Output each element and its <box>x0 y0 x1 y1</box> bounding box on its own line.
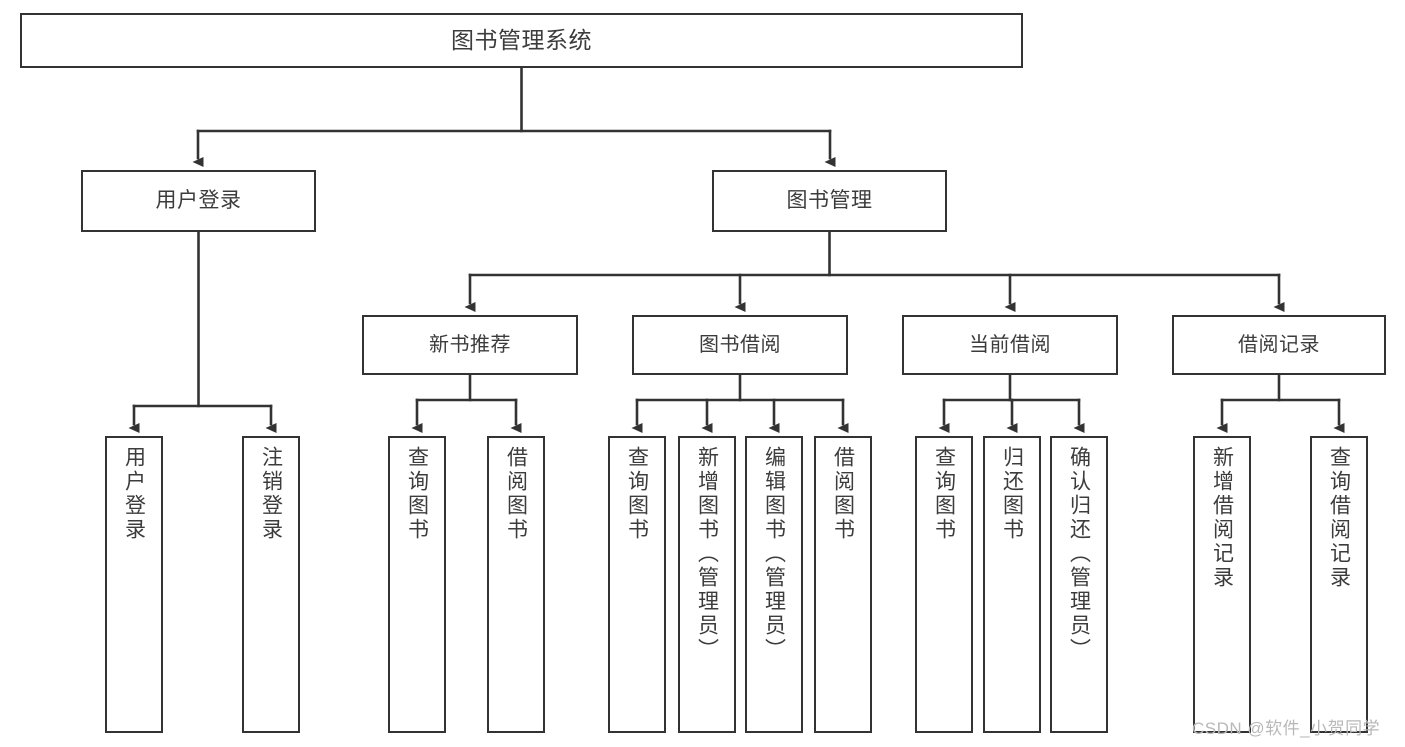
leaf-label: 查询图书 <box>625 446 649 542</box>
node-new-book-recommend-label: 新书推荐 <box>429 333 511 356</box>
leaf-label: 借阅图书 <box>831 446 855 542</box>
leaf-borrow-book-recommend[interactable]: 借阅图书 <box>487 436 545 733</box>
leaf-label: 新增图书（管理员） <box>695 446 719 662</box>
node-user-login[interactable]: 用户登录 <box>81 170 316 232</box>
leaf-query-book-current[interactable]: 查询图书 <box>915 436 973 733</box>
leaf-label: 查询图书 <box>405 446 429 542</box>
leaf-label: 确认归还（管理员） <box>1067 446 1091 662</box>
leaf-label: 用户登录 <box>122 446 146 542</box>
leaf-label: 新增借阅记录 <box>1210 446 1234 590</box>
node-book-borrow[interactable]: 图书借阅 <box>632 315 848 375</box>
leaf-confirm-return-admin[interactable]: 确认归还（管理员） <box>1050 436 1108 733</box>
node-root-label: 图书管理系统 <box>451 26 592 53</box>
node-root[interactable]: 图书管理系统 <box>20 13 1023 68</box>
leaf-label: 查询借阅记录 <box>1327 446 1351 590</box>
node-borrow-record[interactable]: 借阅记录 <box>1172 315 1386 375</box>
leaf-query-borrow-record[interactable]: 查询借阅记录 <box>1310 436 1368 733</box>
node-current-borrow-label: 当前借阅 <box>969 333 1051 356</box>
leaf-query-book-recommend[interactable]: 查询图书 <box>388 436 446 733</box>
leaf-add-borrow-record[interactable]: 新增借阅记录 <box>1193 436 1251 733</box>
node-current-borrow[interactable]: 当前借阅 <box>902 315 1118 375</box>
leaf-user-login[interactable]: 用户登录 <box>105 436 163 733</box>
leaf-label: 编辑图书（管理员） <box>762 446 786 662</box>
node-user-login-label: 用户登录 <box>155 189 242 213</box>
leaf-query-book-borrow[interactable]: 查询图书 <box>608 436 666 733</box>
node-book-management[interactable]: 图书管理 <box>712 170 947 232</box>
leaf-label: 归还图书 <box>1000 446 1024 542</box>
leaf-label: 查询图书 <box>932 446 956 542</box>
node-book-management-label: 图书管理 <box>786 189 873 213</box>
leaf-user-logout[interactable]: 注销登录 <box>242 436 300 733</box>
node-borrow-record-label: 借阅记录 <box>1238 333 1320 356</box>
leaf-return-book[interactable]: 归还图书 <box>983 436 1041 733</box>
leaf-borrow-book[interactable]: 借阅图书 <box>814 436 872 733</box>
csdn-watermark: CSDN @软件_小贺同学 <box>1192 719 1381 738</box>
leaf-label: 借阅图书 <box>504 446 528 542</box>
leaf-add-book-admin[interactable]: 新增图书（管理员） <box>678 436 736 733</box>
leaf-edit-book-admin[interactable]: 编辑图书（管理员） <box>745 436 803 733</box>
node-new-book-recommend[interactable]: 新书推荐 <box>362 315 578 375</box>
node-book-borrow-label: 图书借阅 <box>699 333 781 356</box>
leaf-label: 注销登录 <box>259 446 283 542</box>
